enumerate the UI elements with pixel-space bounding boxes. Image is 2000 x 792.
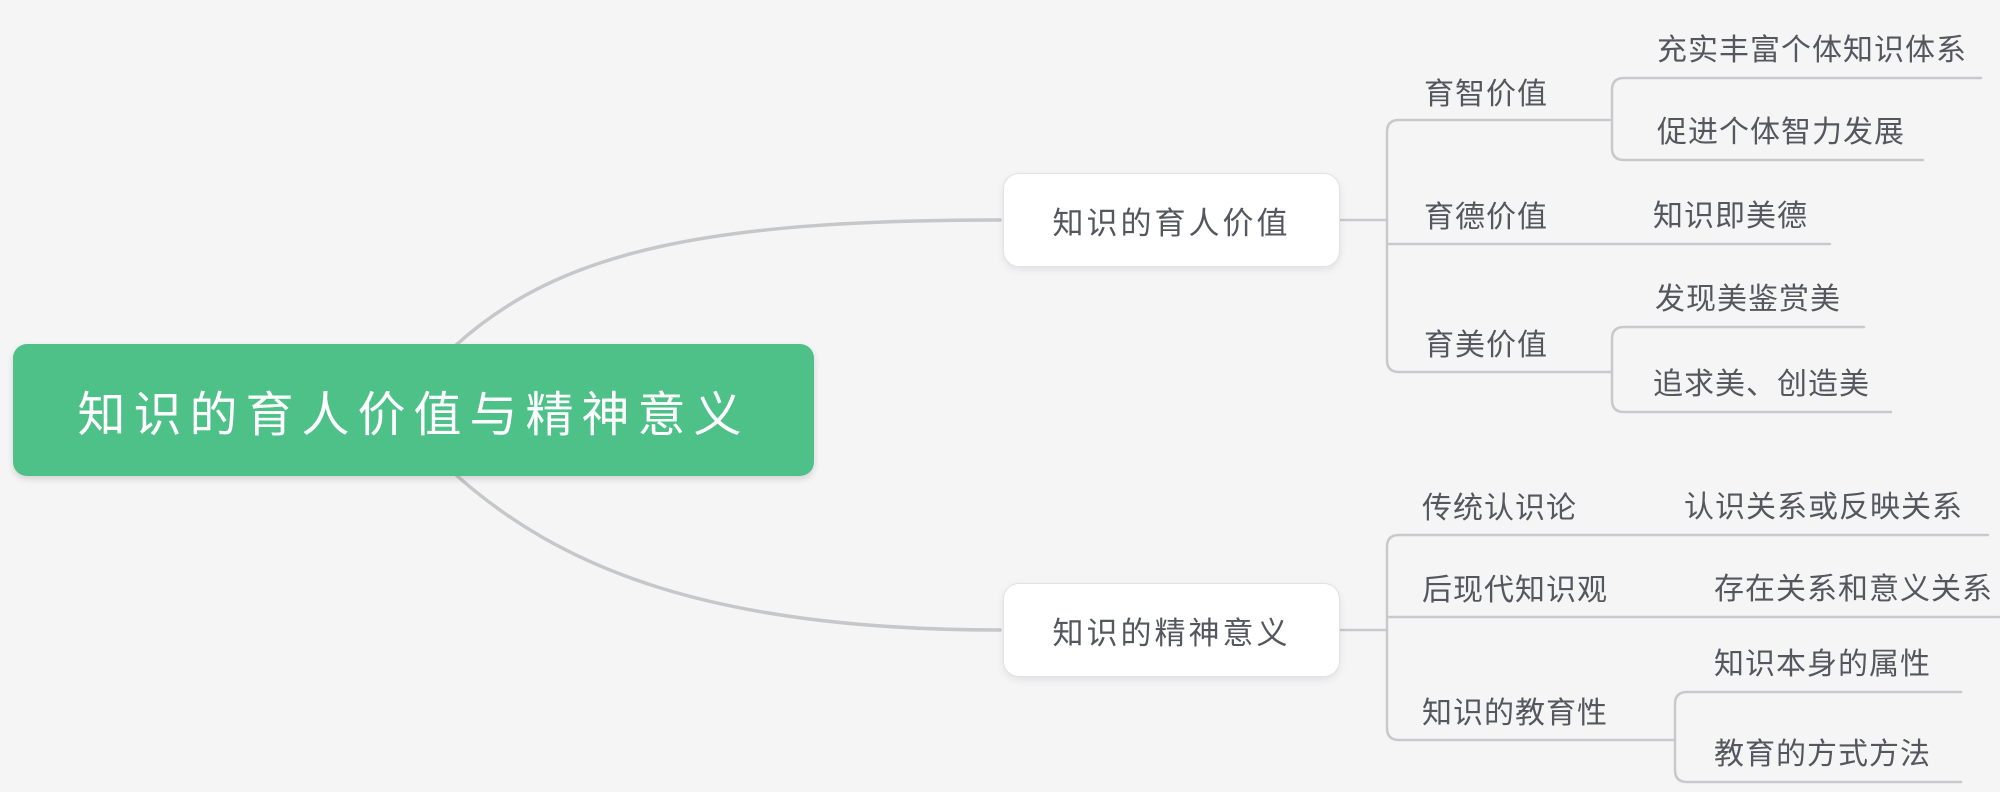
leaf-topic-renshi-fanying-guanxi[interactable]: 认识关系或反映关系 — [1684, 491, 1963, 524]
subtopic-yumei-jiazhi[interactable]: 育美价值 — [1424, 329, 1548, 362]
leaf-topic-cunzai-yiyi-guanxi[interactable]: 存在关系和意义关系 — [1714, 573, 1993, 606]
branch1-spine — [1385, 118, 1614, 374]
leaf-topic-faxian-jianshang-mei[interactable]: 发现美鉴赏美 — [1655, 283, 1841, 316]
leaf-topic-chongshi-zhishi-tixi[interactable]: 充实丰富个体知识体系 — [1657, 34, 1967, 67]
branch1-child1-bracket — [1610, 76, 1983, 162]
subtopic-zhishi-jiaoyuxing[interactable]: 知识的教育性 — [1422, 697, 1608, 730]
subtopic-chuantong-renshilun[interactable]: 传统认识论 — [1422, 492, 1577, 525]
root-to-branch1-curve — [453, 218, 1002, 348]
branch1-child3-bracket — [1610, 325, 1893, 414]
subtopic-yude-jiazhi[interactable]: 育德价值 — [1424, 201, 1548, 234]
root-topic[interactable]: 知识的育人价值与精神意义 — [13, 344, 814, 476]
branch-topic-jingshen-yiyi[interactable]: 知识的精神意义 — [1003, 583, 1340, 677]
leaf-topic-zhishi-ji-meide[interactable]: 知识即美德 — [1653, 200, 1808, 233]
leaf-topic-jiaoyu-fangshi-fangfa[interactable]: 教育的方式方法 — [1714, 738, 1931, 771]
leaf-topic-zhuiqiu-chuangzao-mei[interactable]: 追求美、创造美 — [1653, 368, 1870, 401]
leaf-topic-zhishi-benshen-shuxing[interactable]: 知识本身的属性 — [1714, 648, 1931, 681]
subtopic-houxiandai-zhishiguan[interactable]: 后现代知识观 — [1422, 574, 1608, 607]
subtopic-yuzhi-jiazhi[interactable]: 育智价值 — [1424, 78, 1548, 111]
leaf-topic-cujin-zhili-fazhan[interactable]: 促进个体智力发展 — [1657, 116, 1905, 149]
branch2-spine — [1385, 533, 1990, 742]
branch2-child3-bracket — [1673, 690, 1963, 784]
branch-topic-yuren-jiazhi[interactable]: 知识的育人价值 — [1003, 173, 1340, 267]
root-to-branch2-curve — [453, 472, 1002, 632]
